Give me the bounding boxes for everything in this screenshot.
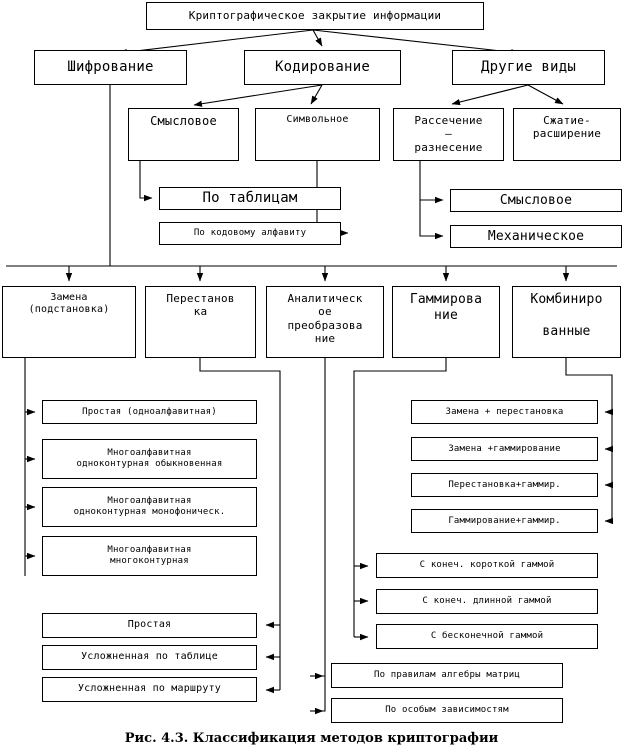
node-finite-long-gamma[interactable]: С конеч. длинной гаммой bbox=[376, 589, 598, 614]
node-complex-by-route[interactable]: Усложненная по маршруту bbox=[42, 677, 257, 702]
edge-dissection-to-mechanical bbox=[419, 200, 444, 240]
node-other-kinds[interactable]: Другие виды bbox=[452, 50, 605, 85]
node-encryption[interactable]: Шифрование bbox=[34, 50, 187, 85]
edge-other-to-compression bbox=[527, 84, 564, 105]
edge-coding-to-semantic bbox=[193, 84, 323, 107]
edge-analytic-rail bbox=[323, 358, 326, 677]
node-dissection-distribution[interactable]: Рассечение – разнесение bbox=[393, 108, 504, 161]
node-mechanical[interactable]: Механическое bbox=[450, 225, 622, 248]
edge-semantic-to-bytables bbox=[139, 161, 153, 202]
node-substitution-plus-gamma[interactable]: Замена +гаммирование bbox=[411, 437, 598, 461]
edge-analytic-rail2 bbox=[323, 676, 326, 712]
node-by-tables[interactable]: По таблицам bbox=[159, 187, 341, 210]
figure-caption: Рис. 4.3. Классификация методов криптогр… bbox=[124, 731, 499, 746]
node-gamma-generation[interactable]: Гаммирова ние bbox=[392, 286, 500, 358]
node-by-code-alphabet[interactable]: По кодовому алфавиту bbox=[159, 222, 341, 245]
node-simple-monoalphabetic[interactable]: Простая (одноалфавитная) bbox=[42, 400, 257, 424]
node-combined[interactable]: Комбиниро ванные bbox=[512, 286, 621, 358]
node-semantic-coding[interactable]: Смысловое bbox=[128, 108, 239, 161]
node-polyalphabetic-single-ordinary[interactable]: Многоалфавитная одноконтурная обыкновенн… bbox=[42, 439, 257, 479]
node-permutation[interactable]: Перестанов ка bbox=[145, 286, 256, 358]
edge-gamma-rail bbox=[353, 358, 447, 637]
edge-permutation-rail bbox=[199, 358, 281, 690]
node-special-dependencies[interactable]: По особым зависимостям bbox=[331, 698, 563, 723]
node-coding[interactable]: Кодирование bbox=[244, 50, 401, 85]
edge-root-to-encryption bbox=[118, 29, 314, 56]
node-permutation-plus-gamma[interactable]: Перестановка+гаммир. bbox=[411, 473, 598, 497]
node-infinite-gamma[interactable]: С бесконечной гаммой bbox=[376, 624, 598, 649]
edge-dissection-to-semantic2 bbox=[419, 161, 444, 204]
node-complex-by-table[interactable]: Усложненная по таблице bbox=[42, 645, 257, 670]
node-symbolic-coding[interactable]: Символьное bbox=[255, 108, 380, 161]
node-matrix-algebra-rules[interactable]: По правилам алгебры матриц bbox=[331, 663, 563, 688]
node-substitution-plus-permutation[interactable]: Замена + перестановка bbox=[411, 400, 598, 424]
edge-other-to-dissection bbox=[451, 84, 529, 106]
edge-root-to-coding bbox=[312, 29, 323, 47]
node-compression-expansion[interactable]: Сжатие- расширение bbox=[513, 108, 621, 161]
node-polyalphabetic-single-monophonic[interactable]: Многоалфавитная одноконтурная монофониче… bbox=[42, 487, 257, 527]
node-gamma-plus-gamma[interactable]: Гаммирование+гаммир. bbox=[411, 509, 598, 533]
node-finite-short-gamma[interactable]: С конеч. короткой гаммой bbox=[376, 553, 598, 578]
node-polyalphabetic-multicontour[interactable]: Многоалфавитная многоконтурная bbox=[42, 536, 257, 576]
node-semantic-other[interactable]: Смысловое bbox=[450, 189, 622, 212]
edge-coding-to-symbolic bbox=[310, 84, 323, 105]
node-simple-permutation[interactable]: Простая bbox=[42, 613, 257, 638]
edge-root-to-other bbox=[312, 29, 520, 56]
node-analytic-transformation[interactable]: Аналитическ ое преобразова ние bbox=[266, 286, 384, 358]
node-substitution[interactable]: Замена (подстановка) bbox=[2, 286, 136, 358]
node-root[interactable]: Криптографическое закрытие информации bbox=[146, 2, 484, 30]
